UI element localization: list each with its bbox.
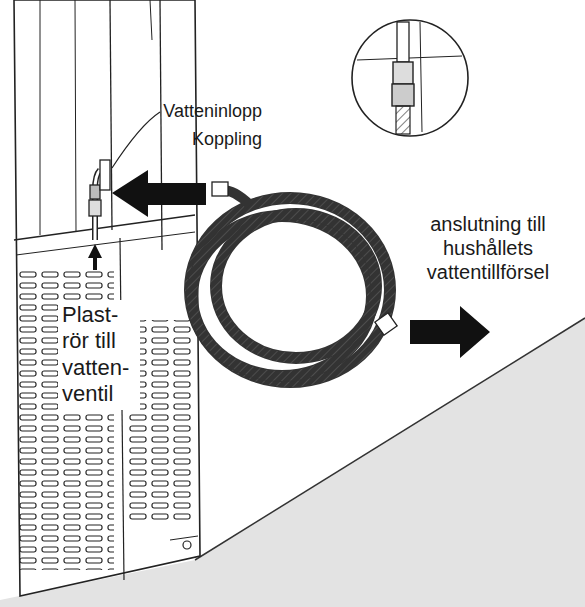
part-label: Vatteninlopp Koppling (150, 98, 262, 154)
part-label: Plast- rör till vatten- ventil (58, 300, 140, 410)
connection-note: anslutning till hushållets vattentillför… (398, 212, 578, 284)
